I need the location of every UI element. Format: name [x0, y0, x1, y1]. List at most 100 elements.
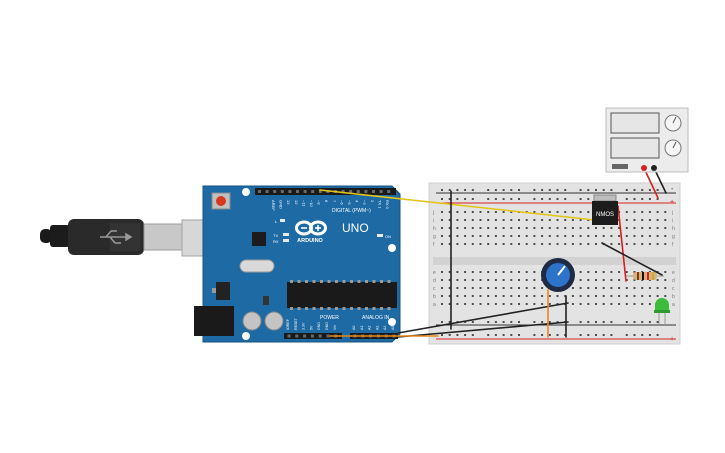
breadboard-hole[interactable] [525, 295, 528, 297]
breadboard-hole[interactable] [471, 219, 474, 221]
breadboard-hole[interactable] [533, 287, 536, 289]
breadboard-hole[interactable] [656, 321, 659, 323]
breadboard-hole[interactable] [502, 271, 505, 273]
breadboard-hole[interactable] [510, 287, 513, 289]
breadboard-hole[interactable] [548, 334, 551, 336]
breadboard-hole[interactable] [641, 235, 644, 237]
digital-header[interactable] [255, 188, 396, 195]
breadboard-hole[interactable] [525, 227, 528, 229]
breadboard-hole[interactable] [518, 235, 520, 237]
breadboard-hole[interactable] [556, 189, 559, 191]
breadboard-hole[interactable] [595, 279, 597, 281]
breadboard-hole[interactable] [541, 303, 544, 305]
breadboard-hole[interactable] [441, 198, 443, 200]
breadboard-hole[interactable] [564, 243, 567, 245]
breadboard-hole[interactable] [648, 243, 651, 245]
header-pin[interactable] [326, 334, 330, 338]
breadboard-hole[interactable] [579, 271, 582, 273]
breadboard-hole[interactable] [533, 219, 536, 221]
breadboard-hole[interactable] [602, 303, 605, 305]
breadboard-hole[interactable] [618, 271, 621, 273]
breadboard-hole[interactable] [587, 235, 590, 237]
breadboard-hole[interactable] [541, 211, 544, 213]
breadboard-hole[interactable] [464, 227, 467, 229]
header-pin[interactable] [318, 190, 322, 193]
breadboard-hole[interactable] [502, 211, 505, 213]
breadboard-hole[interactable] [487, 295, 490, 297]
breadboard-hole[interactable] [625, 227, 628, 229]
breadboard-hole[interactable] [494, 243, 497, 245]
breadboard-hole[interactable] [648, 235, 651, 237]
breadboard-hole[interactable] [471, 303, 474, 305]
breadboard-hole[interactable] [571, 227, 574, 229]
breadboard-hole[interactable] [587, 279, 590, 281]
breadboard-hole[interactable] [456, 287, 459, 289]
breadboard-hole[interactable] [602, 189, 605, 191]
breadboard-hole[interactable] [502, 303, 505, 305]
breadboard-hole[interactable] [587, 227, 590, 229]
breadboard-hole[interactable] [656, 219, 659, 221]
nmos-transistor[interactable]: NMOS [592, 194, 618, 225]
breadboard-hole[interactable] [541, 219, 544, 221]
breadboard-hole[interactable] [579, 287, 582, 289]
green-led[interactable] [654, 298, 670, 325]
breadboard-hole[interactable] [548, 243, 551, 245]
breadboard-hole[interactable] [533, 303, 536, 305]
breadboard-hole[interactable] [548, 211, 551, 213]
breadboard-hole[interactable] [494, 211, 497, 213]
breadboard-hole[interactable] [664, 227, 667, 229]
breadboard-hole[interactable] [595, 287, 597, 289]
breadboard-hole[interactable] [664, 211, 667, 213]
breadboard-hole[interactable] [541, 295, 544, 297]
breadboard-hole[interactable] [502, 334, 505, 336]
breadboard-hole[interactable] [618, 235, 621, 237]
breadboard-hole[interactable] [502, 243, 505, 245]
breadboard-hole[interactable] [464, 189, 467, 191]
breadboard-hole[interactable] [533, 189, 536, 191]
breadboard-hole[interactable] [494, 295, 497, 297]
breadboard-hole[interactable] [541, 189, 544, 191]
breadboard-hole[interactable] [533, 271, 536, 273]
supply-terminal-negative[interactable] [651, 165, 657, 171]
breadboard-hole[interactable] [456, 235, 459, 237]
breadboard-hole[interactable] [556, 243, 559, 245]
breadboard-hole[interactable] [610, 189, 613, 191]
breadboard-hole[interactable] [502, 295, 505, 297]
breadboard-hole[interactable] [448, 198, 451, 200]
breadboard-hole[interactable] [441, 295, 443, 297]
breadboard-hole[interactable] [494, 198, 497, 200]
breadboard-hole[interactable] [564, 189, 567, 191]
wire-black-gnd-bottom[interactable] [397, 321, 569, 338]
breadboard-hole[interactable] [494, 321, 497, 323]
breadboard-hole[interactable] [502, 279, 505, 281]
breadboard-hole[interactable] [625, 211, 628, 213]
breadboard-hole[interactable] [479, 219, 482, 221]
header-pin[interactable] [280, 190, 284, 193]
breadboard-hole[interactable] [471, 287, 474, 289]
header-pin[interactable] [258, 190, 261, 193]
breadboard-hole[interactable] [502, 189, 505, 191]
breadboard-hole[interactable] [448, 295, 451, 297]
breadboard-hole[interactable] [448, 227, 451, 229]
breadboard-hole[interactable] [633, 235, 636, 237]
breadboard-hole[interactable] [633, 279, 636, 281]
breadboard-hole[interactable] [533, 321, 536, 323]
breadboard-hole[interactable] [510, 279, 513, 281]
breadboard-hole[interactable] [456, 219, 459, 221]
breadboard-hole[interactable] [602, 334, 605, 336]
breadboard-hole[interactable] [541, 243, 544, 245]
breadboard-hole[interactable] [441, 279, 443, 281]
breadboard-hole[interactable] [502, 321, 505, 323]
breadboard-hole[interactable] [510, 198, 513, 200]
breadboard-hole[interactable] [494, 189, 497, 191]
breadboard-hole[interactable] [518, 189, 520, 191]
breadboard-hole[interactable] [579, 295, 582, 297]
breadboard-hole[interactable] [595, 321, 597, 323]
breadboard-hole[interactable] [502, 227, 505, 229]
breadboard-hole[interactable] [579, 235, 582, 237]
breadboard-hole[interactable] [456, 303, 459, 305]
breadboard-hole[interactable] [487, 211, 490, 213]
breadboard-hole[interactable] [510, 235, 513, 237]
breadboard-hole[interactable] [648, 227, 651, 229]
breadboard-hole[interactable] [595, 227, 597, 229]
